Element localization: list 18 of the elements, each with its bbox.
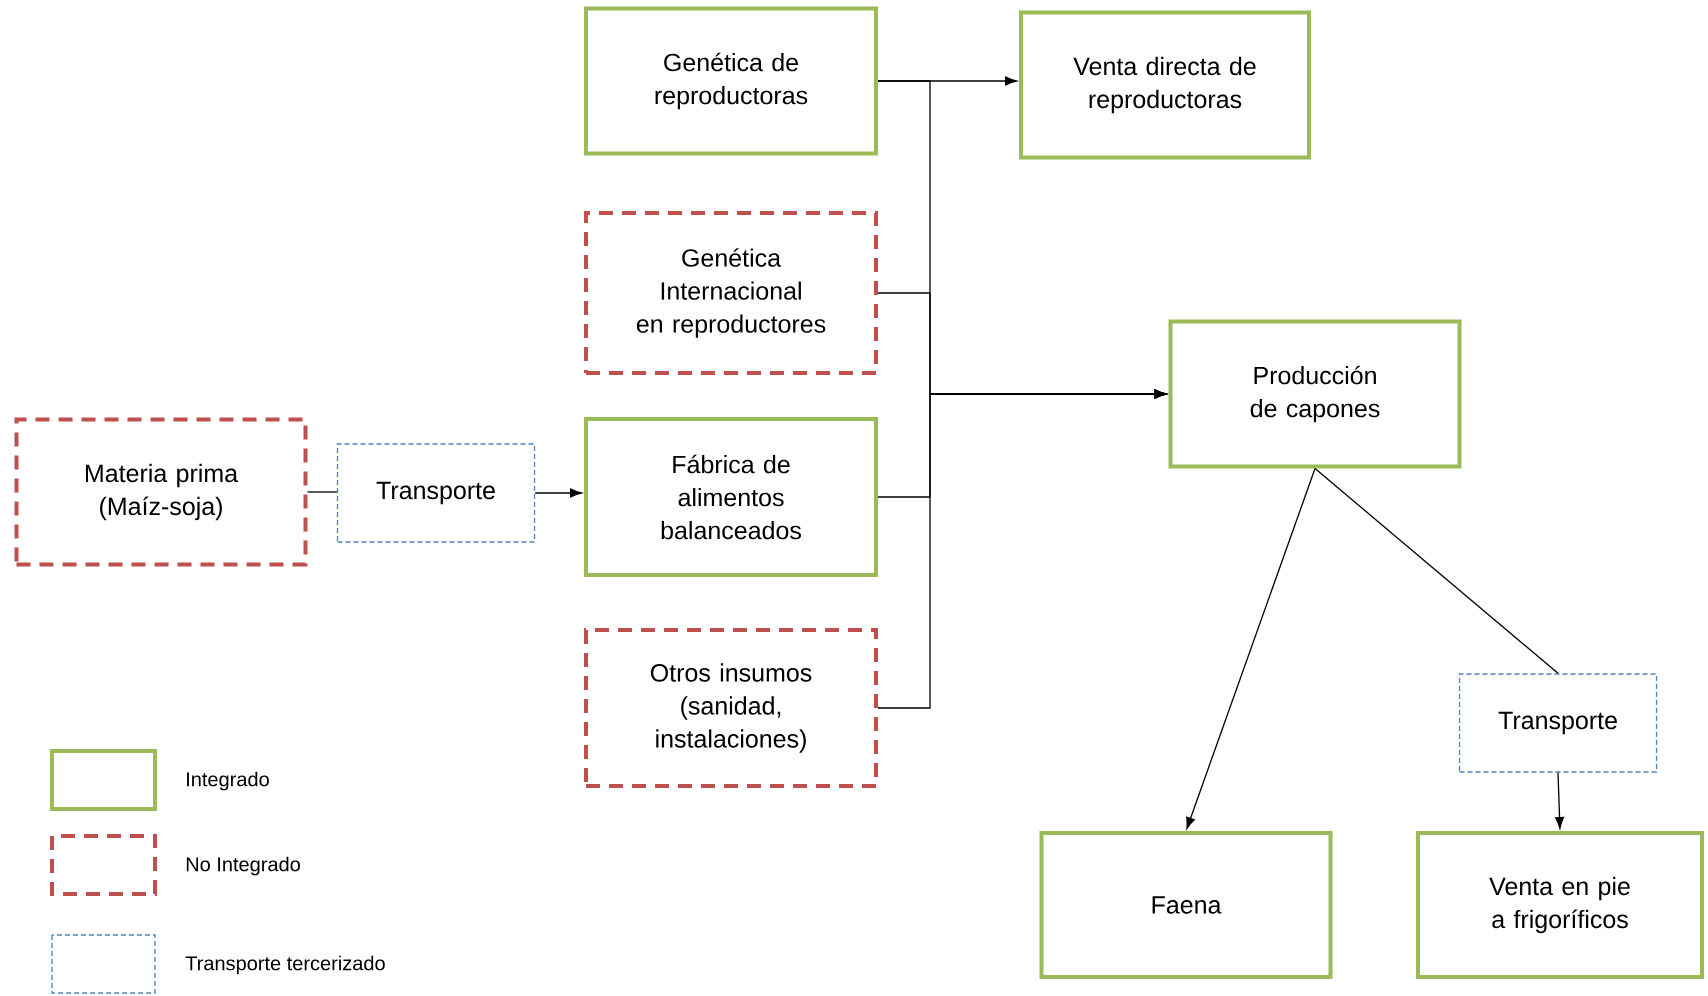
process-box: Fábrica de alimentos balanceados — [584, 417, 878, 577]
arrow — [1555, 772, 1565, 829]
process-box: Genética de reproductoras — [584, 6, 878, 156]
legend-label: Integrado — [187, 771, 269, 791]
transport-box: Transporte — [336, 443, 536, 543]
arrow — [1186, 467, 1316, 829]
process-box: Materia prima (Maíz-soja) — [14, 417, 308, 567]
process-box: Genética Internacional en reproductores — [584, 211, 878, 375]
process-box: Venta directa de reproductoras — [1019, 10, 1311, 160]
process-box: Otros insumos (sanidad, instalaciones) — [584, 628, 878, 788]
arrow — [534, 488, 582, 498]
process-box: Producción de capones — [1168, 319, 1462, 469]
process-box: Venta en pie a frigoríficos — [1416, 831, 1704, 979]
legend-label: Transporte tercerizado — [185, 955, 385, 975]
process-box: Faena — [1039, 831, 1333, 979]
arrow — [877, 389, 1167, 709]
legend-label: No Integrado — [186, 856, 300, 876]
transport-box: Transporte — [1458, 673, 1658, 773]
